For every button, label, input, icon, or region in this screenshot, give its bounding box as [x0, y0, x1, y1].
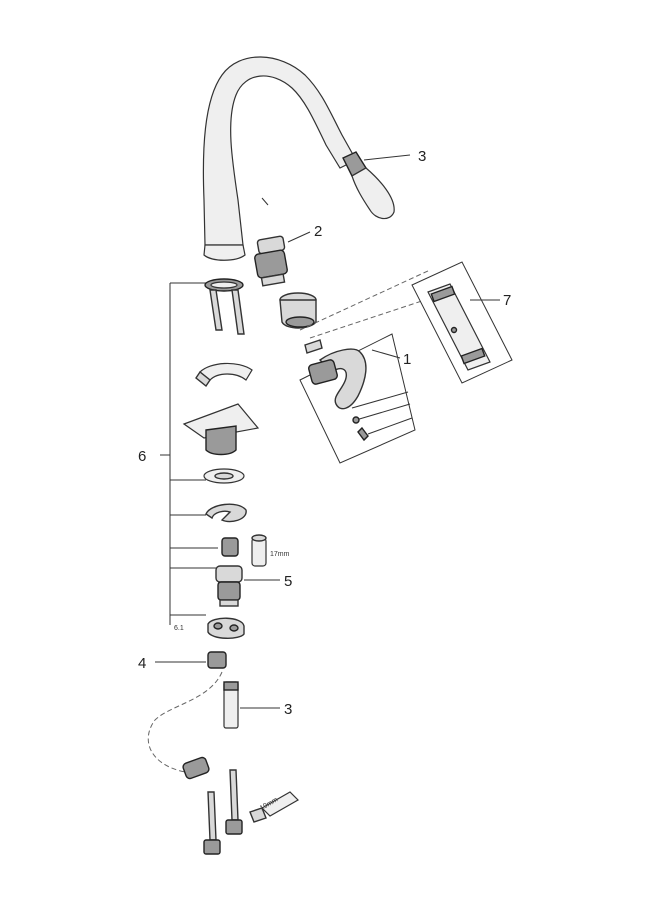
cartridge-valve — [215, 565, 243, 607]
lever-kit-box — [299, 333, 416, 464]
mounting-group-bracket — [160, 282, 218, 625]
hose-weight — [207, 651, 227, 669]
callout-spout-head: 3 — [418, 148, 426, 165]
wrench-large — [249, 791, 299, 823]
aerator-connector — [254, 235, 288, 287]
spray-head — [342, 151, 395, 220]
callout-hose-end: 3 — [284, 701, 292, 718]
guide-line-upper — [299, 269, 431, 331]
mounting-plate — [182, 403, 260, 456]
guide-line-middle — [309, 294, 441, 339]
dimension-wrench-small: 17mm — [270, 551, 290, 558]
callout-mounting-group: 6 — [138, 448, 146, 465]
supply-hose-right — [225, 769, 243, 835]
leader-aerator — [287, 231, 311, 243]
handle-panel-box — [411, 261, 513, 384]
callout-cartridge: 5 — [284, 573, 292, 590]
hose-end-fitting — [182, 756, 210, 780]
horseshoe-washer — [205, 503, 247, 523]
hose-coupling — [223, 681, 239, 729]
supply-hose-left — [203, 791, 221, 855]
rubber-gasket — [203, 468, 245, 484]
pull-out-hose — [147, 671, 223, 773]
leader-lever-kit — [371, 349, 401, 359]
mounting-nut — [221, 537, 239, 557]
aerator-insert — [279, 292, 317, 329]
connection-clip — [207, 617, 245, 639]
leader-spout-head — [363, 154, 411, 161]
wrench-socket-small — [251, 534, 267, 567]
callout-lever-kit: 1 — [403, 351, 411, 368]
clamp-washer — [195, 362, 253, 388]
faucet-body — [202, 56, 357, 261]
callout-sub-part: 6.1 — [174, 625, 184, 632]
callout-handle-panel: 7 — [503, 292, 511, 309]
callout-aerator: 2 — [314, 223, 322, 240]
callout-hose-weight: 4 — [138, 655, 146, 672]
hose-seal-ring — [204, 278, 244, 292]
supply-hoses-upper — [209, 289, 245, 335]
